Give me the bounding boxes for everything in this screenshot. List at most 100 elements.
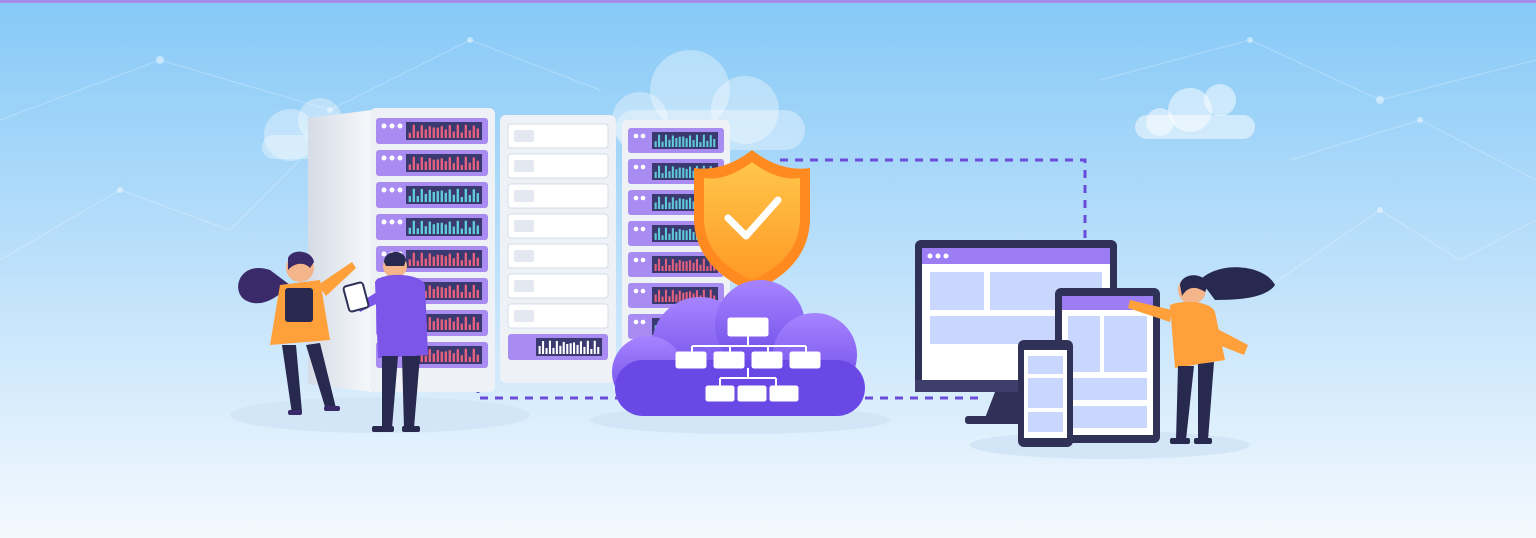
rack-meter-bar — [664, 289, 667, 302]
rack-meter-bar — [444, 288, 447, 298]
rack-meter-bar — [468, 259, 471, 266]
rack-led — [640, 133, 646, 139]
rack-meter-bar — [436, 350, 439, 362]
rack-unit-blank — [507, 123, 609, 149]
rack-led — [397, 219, 403, 225]
rack-meter-bar — [432, 353, 435, 362]
rack-meter-bar — [709, 258, 712, 271]
rack-meter-bar — [452, 131, 455, 138]
rack-meter-bar — [444, 161, 447, 170]
rack-meter-bar — [408, 227, 411, 234]
rack-led — [633, 164, 639, 170]
rack-meter-bar — [464, 124, 467, 138]
rack-led — [633, 319, 639, 325]
rack-meter-bar — [416, 163, 419, 170]
rack-led — [640, 288, 646, 294]
rack-meter-bar — [661, 173, 664, 178]
rack-meter-bar — [476, 322, 479, 330]
rack-led — [389, 187, 395, 193]
rack-meter-bar — [476, 354, 479, 362]
rack-meter-bar — [709, 289, 712, 302]
rack-meter-bar — [545, 348, 548, 354]
rack-meter-bar — [583, 346, 586, 354]
rack-meter-bar — [424, 226, 427, 234]
rack-meter-bar — [420, 252, 423, 266]
rack-led — [397, 123, 403, 129]
rack-meter-bar — [678, 167, 681, 178]
rack-meter-bar — [424, 193, 427, 202]
rack-meter-bar — [654, 171, 657, 178]
rack-led — [381, 187, 387, 193]
rack-meter-bar — [661, 141, 664, 147]
rack-led — [640, 195, 646, 201]
rack-meter-bar — [472, 316, 475, 330]
rack-meter-bar — [682, 261, 685, 271]
rack-meter-bar — [675, 294, 678, 302]
rack-meter-bar — [671, 166, 674, 178]
rack-meter-bar — [569, 343, 572, 354]
rack-meter-bar — [464, 188, 467, 202]
rack-led — [640, 319, 646, 325]
rack-led — [633, 133, 639, 139]
rack-meter-bar — [692, 170, 695, 178]
rack-meter-bar — [452, 289, 455, 298]
rack-meter-bar — [412, 156, 415, 170]
rack-meter-bar — [661, 204, 664, 209]
rack-meter-bar — [456, 349, 459, 362]
rack-meter-bar — [689, 135, 692, 147]
rack-meter-bar — [472, 157, 475, 170]
rack-meter-bar — [428, 253, 431, 266]
rack-meter-bar — [668, 265, 671, 271]
rack-meter-bar — [692, 262, 695, 271]
rack-meter-bar — [460, 228, 463, 234]
rack-meter-bar — [432, 256, 435, 266]
rack-meter-bar — [448, 318, 451, 330]
rack-meter-bar — [416, 196, 419, 202]
rack-meter-bar — [695, 134, 698, 147]
rack-meter-bar — [448, 125, 451, 138]
rack-meter-bar — [692, 201, 695, 209]
rack-meter-bar — [424, 161, 427, 170]
rack-meter-bar — [664, 165, 667, 178]
rack-meter-bar — [682, 292, 685, 302]
rack-led — [397, 155, 403, 161]
person-woman-left — [238, 251, 356, 415]
network-diagram — [675, 317, 821, 402]
rack-meter-bar — [555, 341, 558, 354]
rack-meter-bar — [436, 191, 439, 202]
rack-led — [381, 219, 387, 225]
rack-meter-bar — [440, 254, 443, 266]
rack-meter-bar — [460, 132, 463, 138]
rack-meter-bar — [452, 353, 455, 362]
rack-meter-bar — [432, 192, 435, 202]
rack-meter-bar — [444, 319, 447, 330]
rack-meter-bar — [416, 260, 419, 266]
rack-meter-bar — [476, 257, 479, 266]
rack-meter-bar — [468, 195, 471, 202]
rack-meter-bar — [456, 252, 459, 266]
rack-meter-bar — [668, 233, 671, 240]
rack-meter-bar — [416, 131, 419, 138]
rack-meter-bar — [664, 134, 667, 147]
rack-slot — [514, 160, 534, 172]
rack-led — [640, 226, 646, 232]
rack-meter-bar — [654, 294, 657, 302]
rack-meter-bar — [448, 253, 451, 266]
rack-meter-bar — [440, 190, 443, 202]
rack-meter-bar — [412, 220, 415, 234]
rack-meter-bar — [460, 291, 463, 298]
rack-meter-bar — [682, 230, 685, 240]
person-woman-right — [1128, 267, 1275, 444]
rack-meter-bar — [432, 127, 435, 138]
rack-meter-bar — [597, 347, 600, 354]
rack-meter-bar — [678, 198, 681, 209]
rack-meter-bar — [456, 188, 459, 202]
rack-meter-bar — [542, 341, 545, 354]
rack-meter-bar — [444, 192, 447, 202]
rack-meter-bar — [472, 125, 475, 138]
rack-meter-bar — [424, 129, 427, 138]
rack-meter-bar — [420, 125, 423, 138]
rack-unit-blank — [507, 243, 609, 269]
rack-meter-bar — [671, 197, 674, 209]
